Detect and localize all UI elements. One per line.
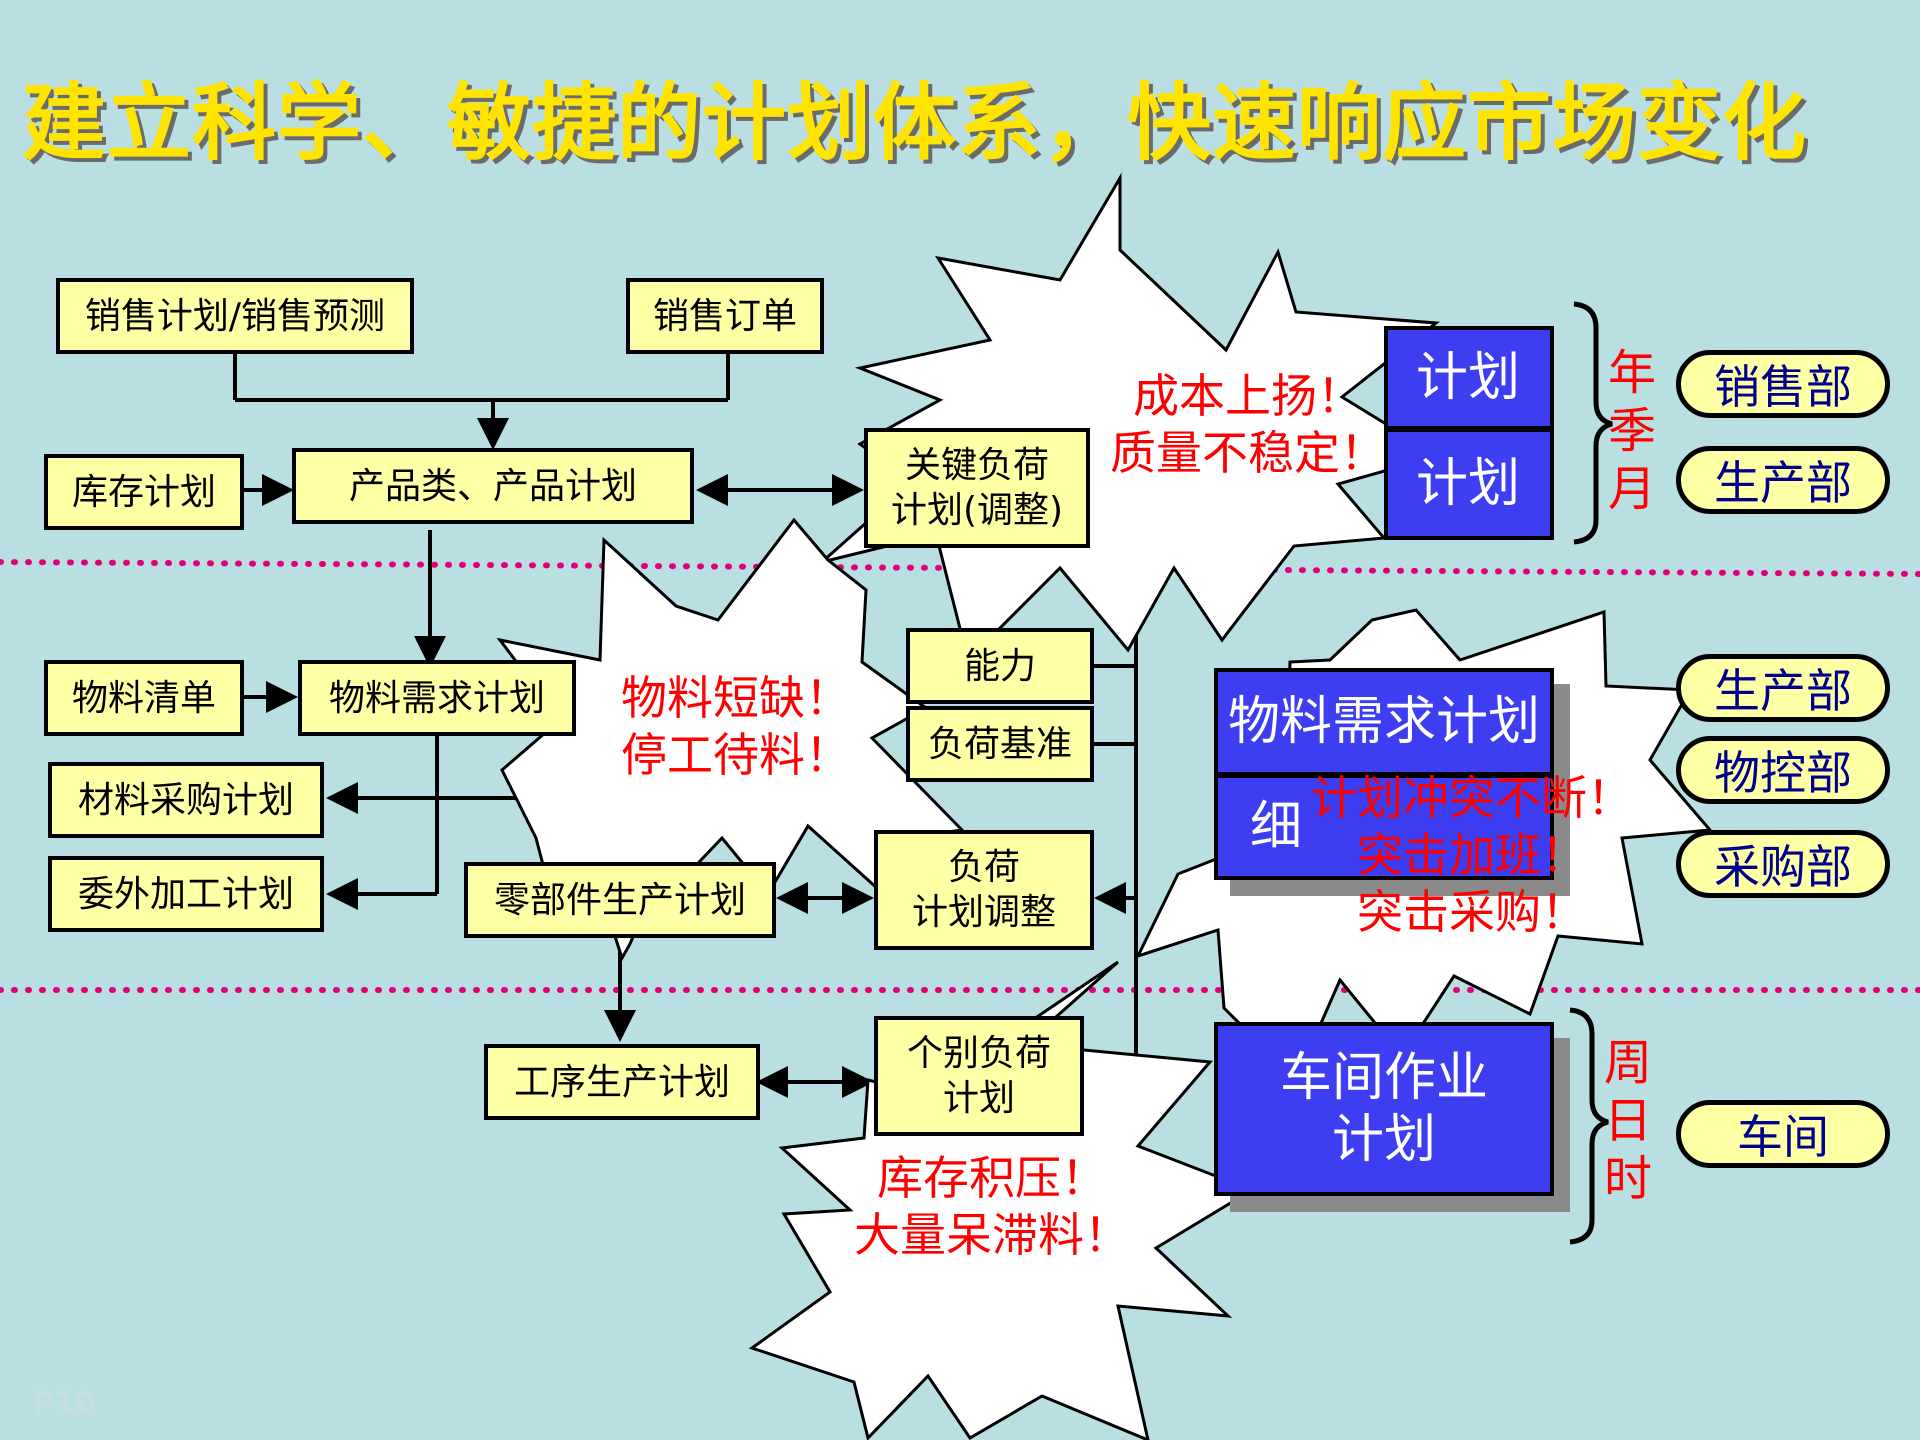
dept-production-top: 生产部: [1676, 446, 1890, 514]
burst-shortage-text: 物料短缺！ 停工待料！: [621, 671, 851, 783]
dept-purchase: 采购部: [1676, 830, 1890, 898]
material-purchase-box: 材料采购计划: [48, 762, 324, 838]
burst-conflict-text: 计划冲突不断！ 突击加班！ 突击采购！: [1311, 771, 1633, 940]
mrp-blue-box-lower: 细: [1214, 774, 1554, 880]
page-number: P10: [32, 1386, 96, 1421]
sales-plan-box: 销售计划/销售预测: [56, 278, 414, 354]
outsource-box: 委外加工计划: [48, 856, 324, 932]
connectors: [233, 301, 1613, 1245]
individual-load-box: 个别负荷 计划: [874, 1016, 1084, 1136]
label-week-day-hour: 周 日 时: [1603, 1035, 1652, 1207]
burst-stock: [748, 960, 1256, 1440]
inventory-plan-box: 库存计划: [44, 454, 244, 530]
slide-title: 建立科学、敏捷的计划体系，快速响应市场变化: [22, 74, 1808, 172]
load-adjust-box: 负荷 计划调整: [874, 830, 1094, 950]
mrp-blue-box: 物料需求计划: [1214, 668, 1554, 776]
top-right-plan-box-2: 计划: [1384, 428, 1554, 540]
parts-plan-box: 零部件生产计划: [464, 862, 776, 938]
dept-material-control: 物控部: [1676, 736, 1890, 804]
burst-stock-text: 库存积压！ 大量呆滞料！: [854, 1151, 1130, 1263]
sales-order-box: 销售订单: [626, 278, 824, 354]
burst-cost-text: 成本上扬！ 质量不稳定！: [1110, 369, 1386, 481]
workshop-plan-box: 车间作业 计划: [1214, 1022, 1554, 1196]
dept-production-mid: 生产部: [1676, 654, 1890, 722]
bom-box: 物料清单: [44, 660, 244, 736]
separator-line-top: [0, 559, 1920, 577]
load-baseline-box: 负荷基准: [906, 706, 1094, 782]
label-year-season-month: 年 季 月: [1607, 345, 1656, 517]
process-plan-box: 工序生产计划: [484, 1044, 760, 1120]
product-plan-box: 产品类、产品计划: [292, 448, 694, 524]
dept-sales: 销售部: [1676, 350, 1890, 418]
top-right-plan-box-1: 计划: [1384, 326, 1554, 430]
key-load-plan-box: 关键负荷 计划(调整): [864, 428, 1090, 548]
dept-workshop: 车间: [1676, 1100, 1890, 1168]
mrp-box: 物料需求计划: [298, 660, 576, 736]
capacity-box: 能力: [906, 628, 1094, 704]
